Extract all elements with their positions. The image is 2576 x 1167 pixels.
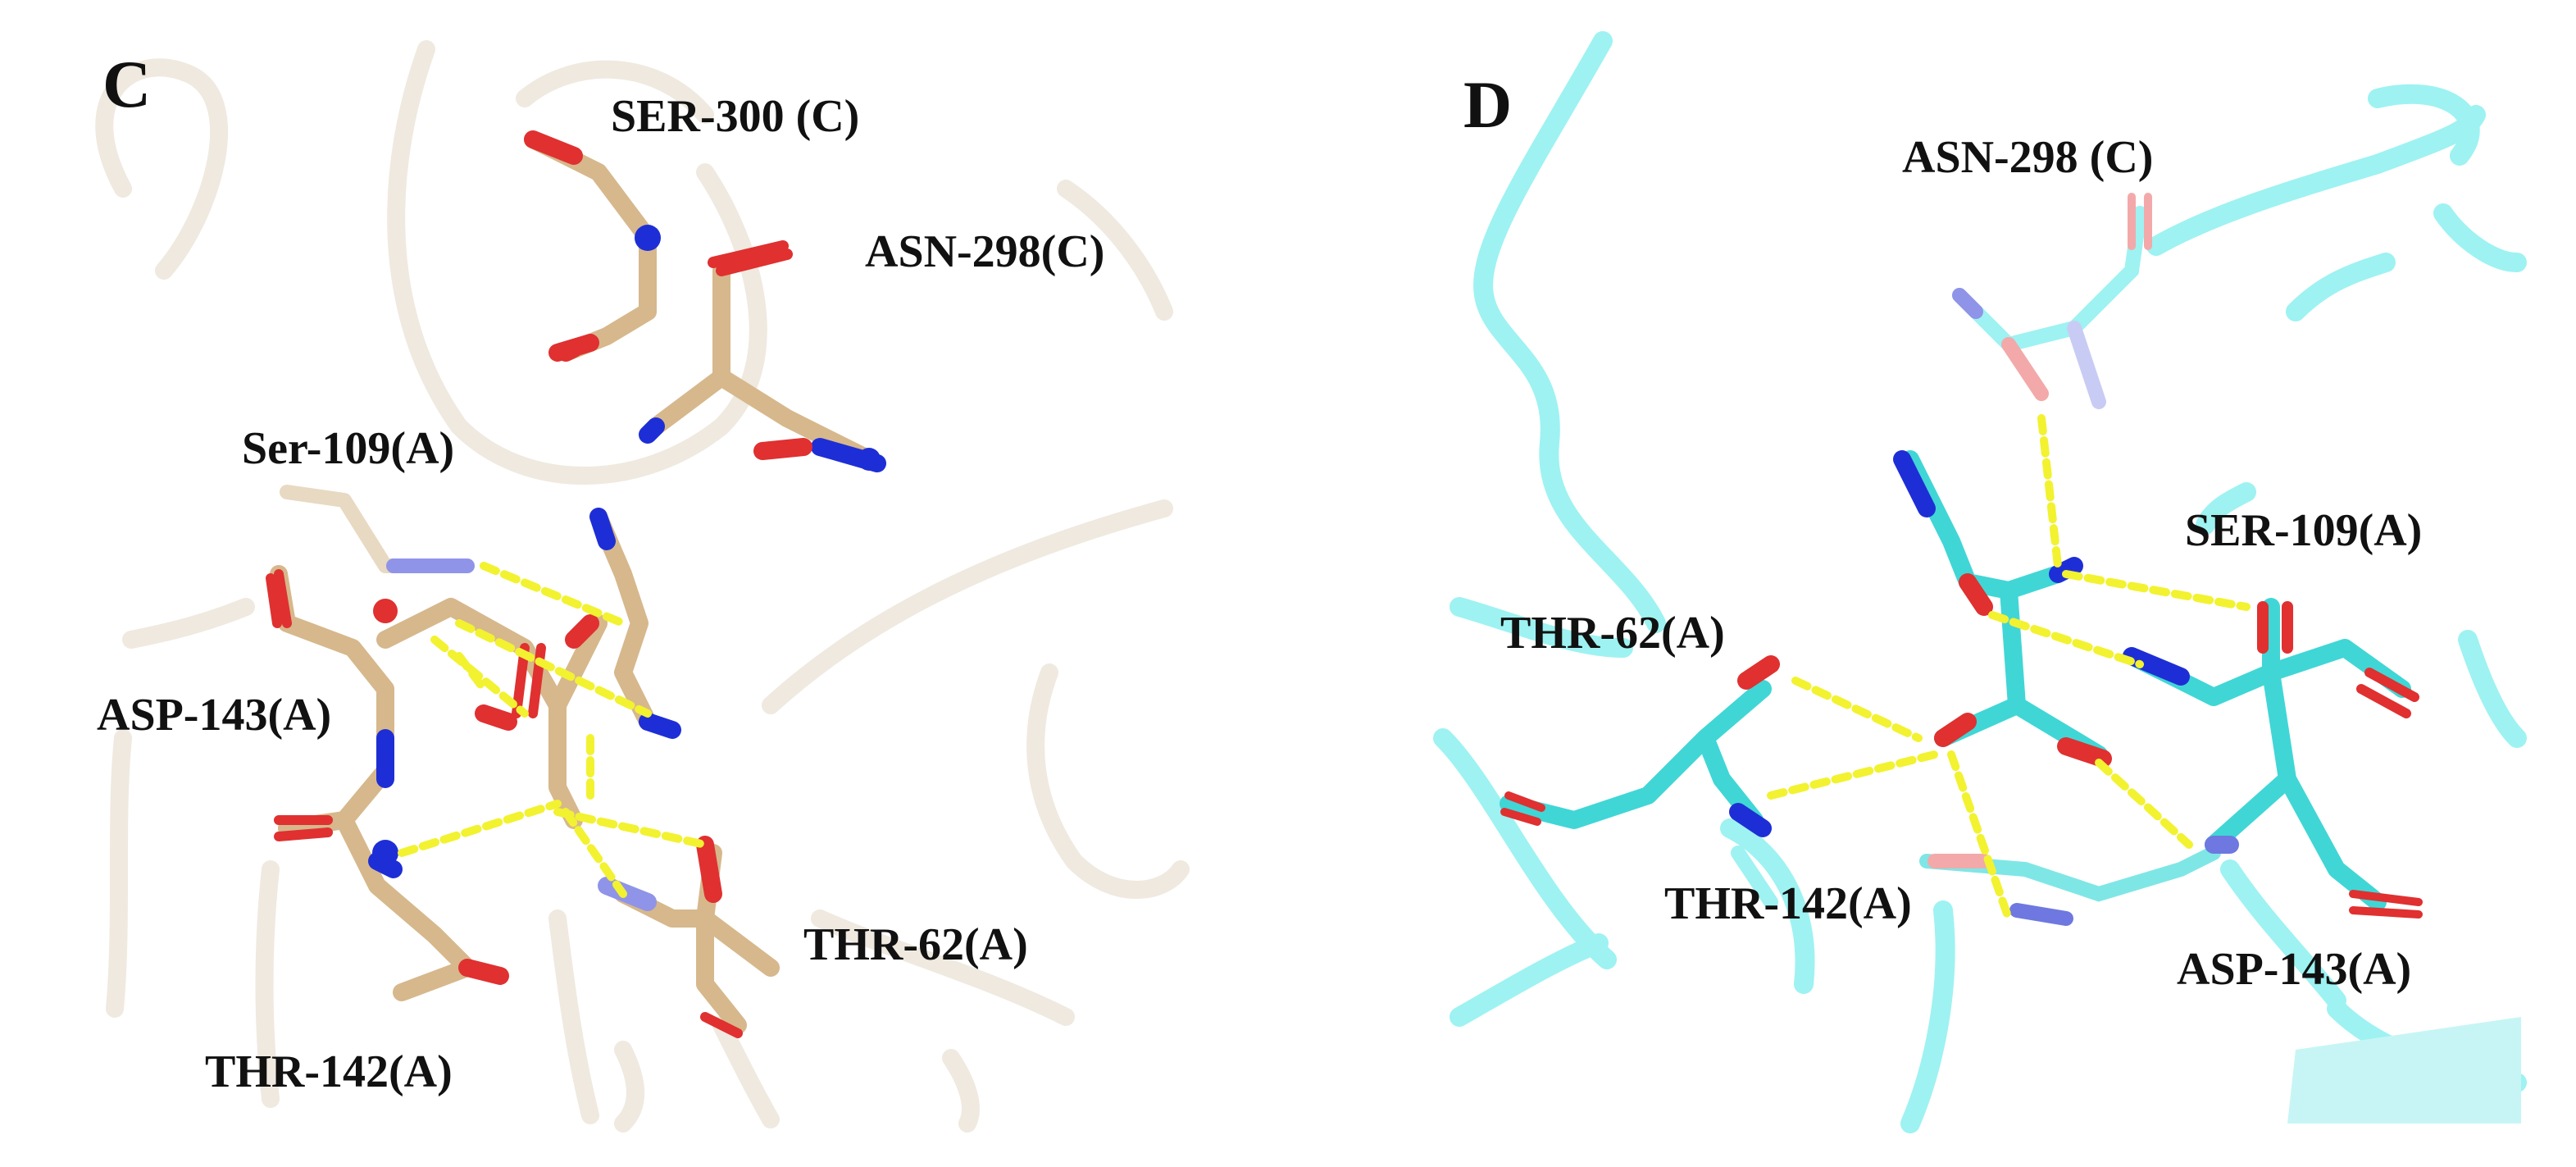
panel-c-label-asn298: ASN-298(C): [865, 226, 1104, 277]
panel-d: D ASN-298 (C) SER-109(A) THR-62(A) THR-1…: [1431, 31, 2527, 1133]
panel-d-label-thr62: THR-62(A): [1500, 608, 1725, 659]
panel-d-label-asn298: ASN-298 (C): [1902, 132, 2153, 183]
panel-c: C SER-300 (C) ASN-298(C) Ser-109(A) ASP-…: [90, 33, 1190, 1133]
panel-d-label-ser109: SER-109(A): [2185, 505, 2422, 556]
panel-c-label-thr142: THR-142(A): [205, 1046, 453, 1097]
panel-c-atoms: [372, 225, 881, 866]
panel-c-backbone: [95, 40, 1190, 1133]
panel-c-label-ser109: Ser-109(A): [242, 423, 454, 474]
panel-c-label-thr62: THR-62(A): [803, 919, 1028, 970]
panel-c-hbonds: [398, 562, 709, 898]
panel-d-sheet: [2287, 1017, 2521, 1124]
panel-c-label-ser300: SER-300 (C): [611, 91, 859, 142]
panel-d-sticks: [1500, 450, 2423, 919]
panel-d-backbone: [1433, 31, 2527, 1133]
panel-d-label-asp143: ASP-143(A): [2177, 944, 2411, 995]
panel-d-hbonds: [1767, 414, 2251, 923]
panel-d-label-thr142: THR-142(A): [1664, 878, 1912, 929]
panel-c-letter: C: [102, 47, 151, 121]
panel-c-label-asp143: ASP-143(A): [97, 690, 331, 741]
panel-c-sticks: [266, 130, 886, 1038]
panel-d-letter: D: [1463, 67, 1512, 142]
